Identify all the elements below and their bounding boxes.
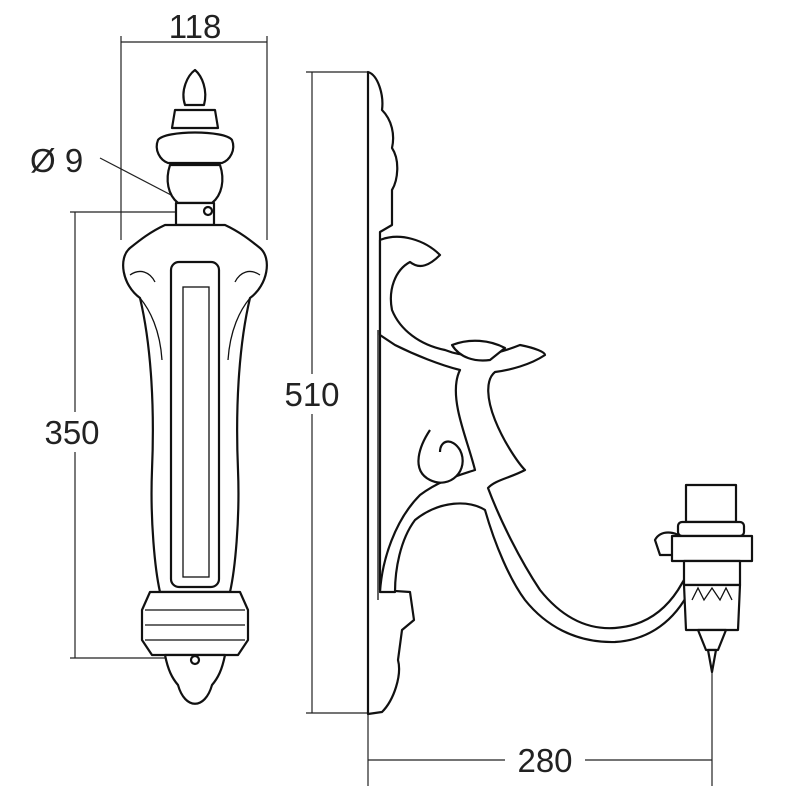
- dimension-total-height: 510: [275, 71, 368, 714]
- width-label: 118: [169, 8, 222, 45]
- dimension-projection: 280: [367, 670, 713, 786]
- mount-height-label: 350: [44, 414, 99, 451]
- dimension-width: 118: [120, 8, 268, 240]
- side-view-bracket: [366, 70, 754, 716]
- dimension-hole: Ø 9: [30, 142, 197, 209]
- total-height-label: 510: [284, 376, 339, 413]
- front-view-bracket: [122, 68, 268, 705]
- projection-label: 280: [517, 742, 572, 779]
- hole-diameter-label: Ø 9: [30, 142, 83, 179]
- dimension-mount-height: 350: [35, 211, 196, 659]
